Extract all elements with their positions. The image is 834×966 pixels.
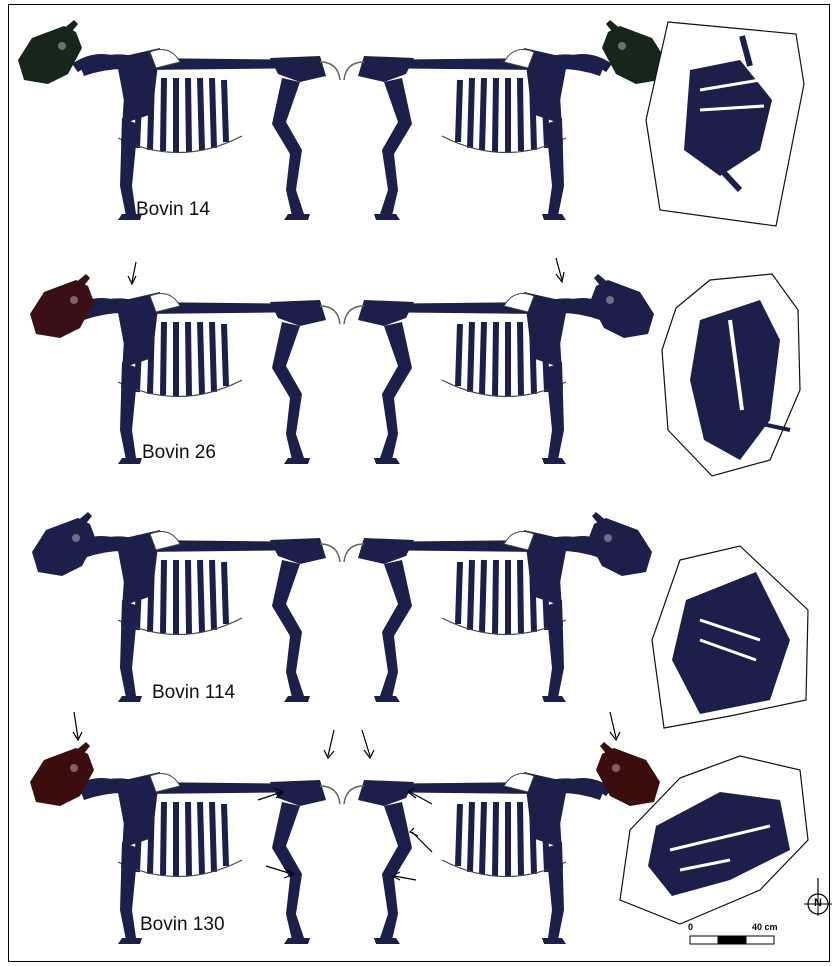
row1-skeleton-left	[18, 20, 340, 220]
scale-start-label: 0	[688, 922, 693, 932]
row1-skeleton-right	[344, 20, 666, 220]
row3-label: Bovin 114	[152, 682, 235, 704]
row3-skeleton-left	[32, 512, 340, 702]
row1-burial-plan	[646, 22, 804, 226]
north-letter: N	[814, 897, 822, 909]
row3-burial-plan	[652, 546, 808, 728]
row2-burial-plan	[662, 274, 800, 476]
row2-skeleton-right	[344, 274, 654, 464]
row2-label: Bovin 26	[142, 442, 216, 464]
row2-arrows	[128, 258, 564, 284]
row3-skeleton-right	[344, 512, 652, 702]
row4-skeleton-right	[344, 742, 660, 944]
scale-end-label: 40 cm	[752, 922, 778, 932]
row2-skeleton-left	[30, 274, 340, 464]
row1-label: Bovin 14	[136, 199, 210, 221]
scale-bar	[690, 936, 774, 944]
row4-label: Bovin 130	[140, 914, 225, 936]
